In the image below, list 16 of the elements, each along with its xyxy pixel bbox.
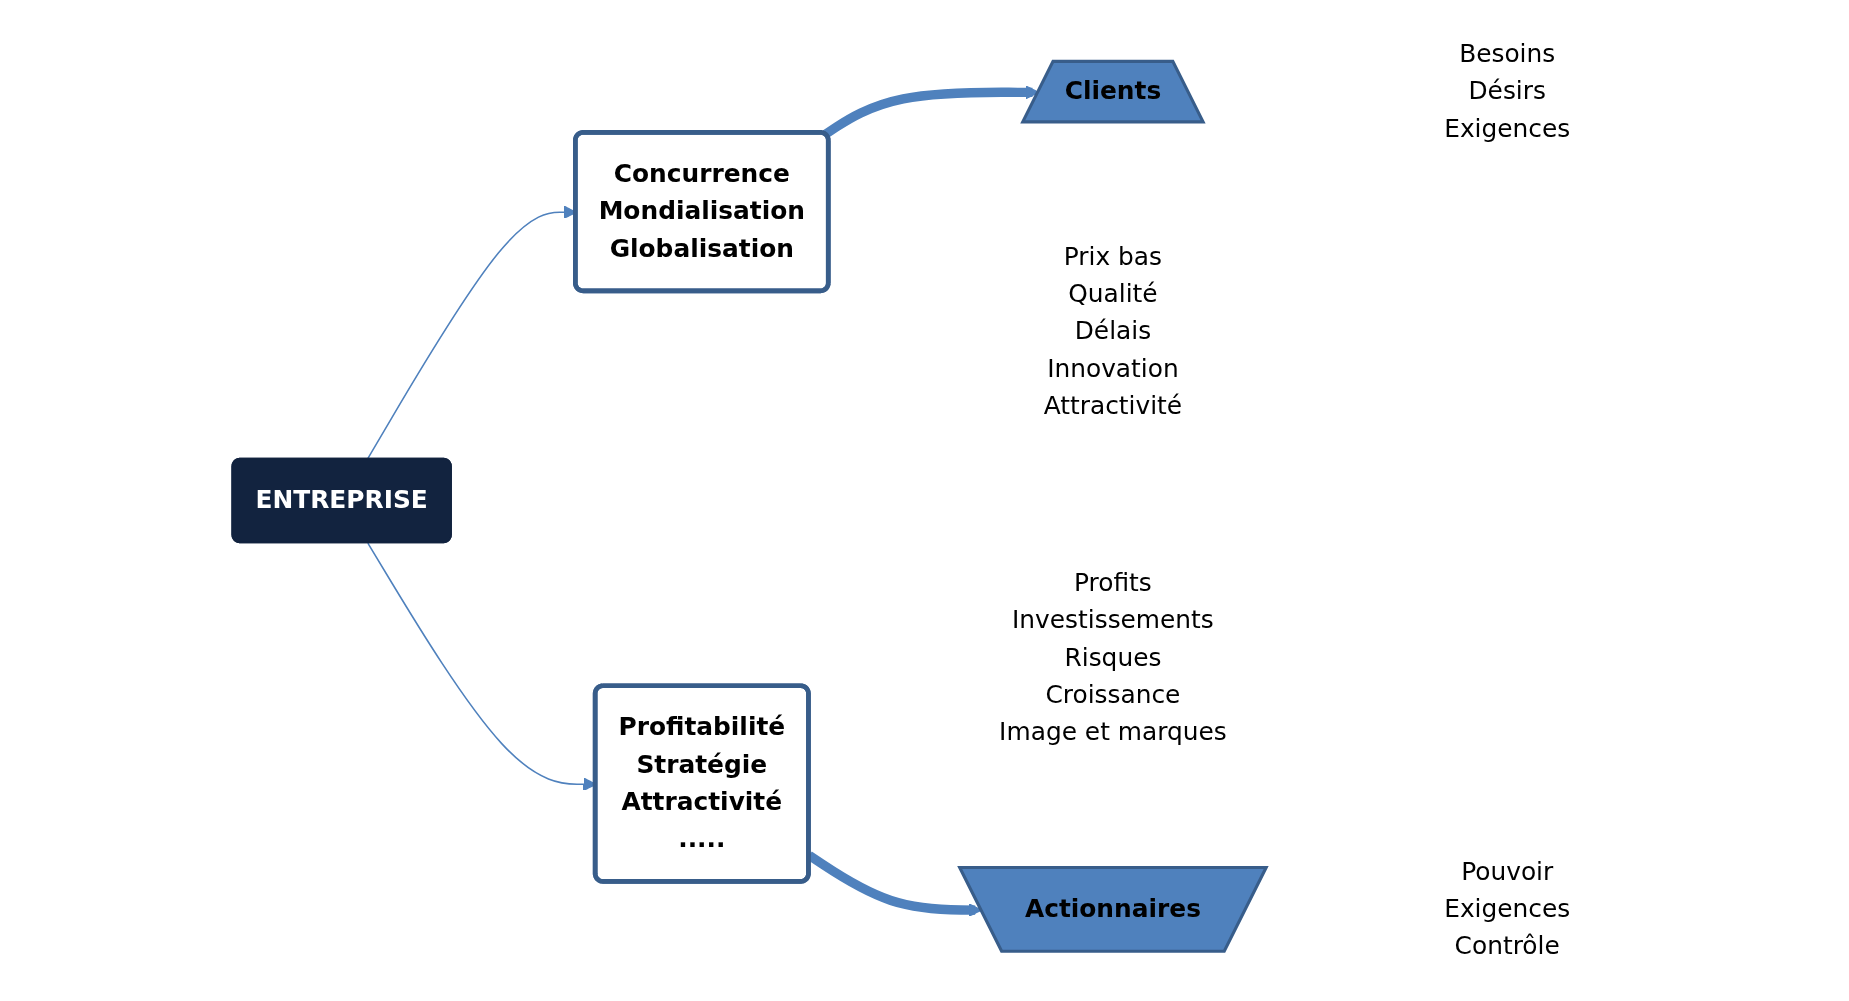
node-label: Profits: [1074, 567, 1152, 598]
node-label: Risques: [1064, 642, 1162, 672]
node-label: Image et marques: [999, 716, 1227, 747]
node-label: Besoins: [1459, 38, 1556, 69]
node-label: Exigences: [1444, 893, 1571, 924]
node-label: Contrôle: [1454, 931, 1560, 961]
node-label: Pouvoir: [1461, 856, 1554, 887]
node-label: Exigences: [1444, 113, 1571, 143]
node-label: Qualité: [1068, 278, 1158, 309]
node-label: Délais: [1074, 316, 1152, 346]
node-label: Attractivité: [1043, 390, 1183, 421]
node-label: Innovation: [1047, 353, 1179, 383]
node-label: Prix bas: [1063, 241, 1163, 272]
node-label: Désirs: [1468, 76, 1546, 106]
node-label: Croissance: [1045, 679, 1181, 710]
node-label: Investissements: [1012, 604, 1214, 635]
